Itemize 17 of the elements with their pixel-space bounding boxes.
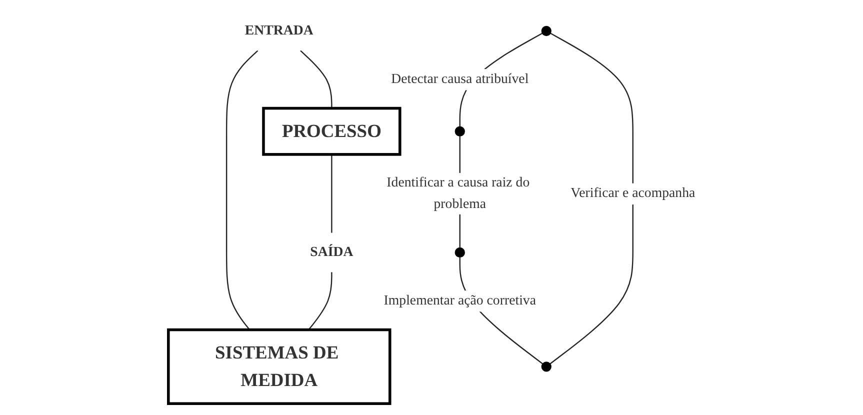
connector bbox=[308, 272, 332, 330]
connector bbox=[330, 154, 332, 233]
node-circle bbox=[454, 247, 465, 258]
node-circle bbox=[541, 362, 552, 372]
node-circle bbox=[454, 126, 465, 136]
node-box: SISTEMAS DE MEDIDA bbox=[166, 328, 391, 405]
connector bbox=[549, 32, 634, 364]
node-text: ENTRADA bbox=[244, 23, 314, 38]
node-text: SAÍDA bbox=[310, 244, 353, 260]
connector bbox=[300, 50, 332, 108]
node-box: PROCESSO bbox=[262, 106, 402, 156]
node-circle bbox=[541, 26, 552, 36]
edge-label: Implementar ação corretiva bbox=[384, 293, 536, 308]
edge-label: Identificar a causa raiz do problema bbox=[386, 176, 530, 212]
edge-label: Verificar e acompanha bbox=[570, 186, 695, 201]
edge-label: Detectar causa atribuível bbox=[390, 72, 528, 87]
connector bbox=[226, 50, 258, 330]
